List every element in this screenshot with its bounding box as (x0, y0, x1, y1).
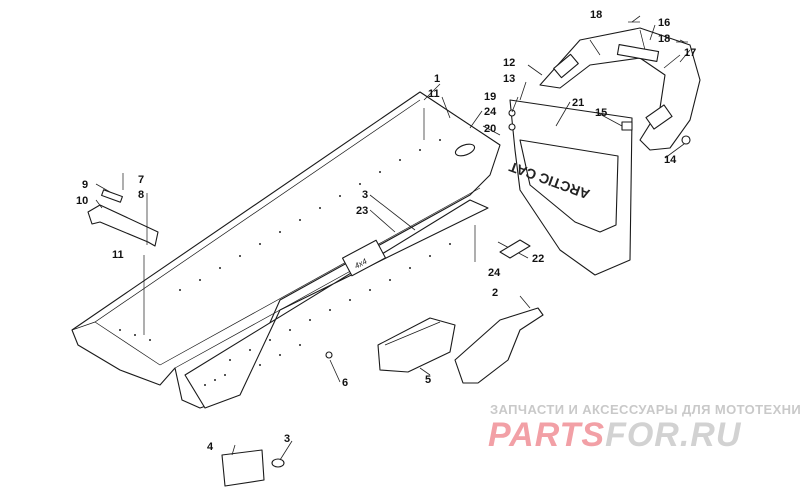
callout-17: 17 (684, 47, 696, 59)
watermark-logo-part1: PARTS (488, 416, 606, 454)
watermark: ЗАПЧАСТИ И АКСЕССУАРЫ ДЛЯ МОТОТЕХНИКИ PA… (470, 398, 800, 478)
callout-2: 2 (492, 287, 498, 299)
watermark-tagline: ЗАПЧАСТИ И АКСЕССУАРЫ ДЛЯ МОТОТЕХНИКИ (490, 402, 800, 417)
callout-3b: 3 (284, 433, 290, 445)
callout-11b: 11 (112, 249, 124, 261)
callout-16: 16 (658, 17, 670, 29)
callout-24b: 24 (488, 267, 501, 279)
callout-10: 10 (76, 195, 88, 207)
reflector-bracket (87, 189, 159, 247)
callout-24: 24 (484, 106, 497, 118)
callout-9: 9 (82, 179, 88, 191)
bumper-hardware (508, 21, 691, 145)
fasteners (122, 108, 476, 359)
tunnel-assembly: 4x4 (71, 91, 501, 409)
footrest-bracket (454, 307, 544, 384)
callout-19: 19 (484, 91, 496, 103)
decal-22 (499, 239, 531, 259)
callout-20: 20 (484, 123, 496, 135)
callout-6: 6 (342, 377, 348, 389)
callout-21: 21 (572, 97, 584, 109)
watermark-logo-part2: FOR.RU (605, 416, 742, 454)
callout-7: 7 (138, 174, 144, 186)
callout-8: 8 (138, 189, 144, 201)
callout-15: 15 (595, 107, 607, 119)
callout-23: 23 (356, 205, 368, 217)
callout-3: 3 (362, 189, 368, 201)
rear-bumper (539, 27, 701, 151)
callout-18b: 18 (658, 33, 670, 45)
leader-lines (95, 15, 685, 461)
callout-14: 14 (664, 154, 677, 166)
watermark-logo: PARTSFOR.RU (488, 416, 741, 455)
callout-1: 1 (434, 73, 440, 85)
footrest (377, 317, 456, 373)
callout-labels: 1 2 3 3 4 5 6 7 8 9 10 11 11 12 13 14 15… (76, 9, 696, 453)
callout-4: 4 (207, 441, 214, 453)
callout-13: 13 (503, 73, 515, 85)
reflector-plate (221, 449, 285, 487)
callout-11: 11 (428, 88, 440, 100)
callout-5: 5 (425, 374, 431, 386)
callout-18: 18 (590, 9, 602, 21)
callout-12: 12 (503, 57, 515, 69)
snow-flap: ARCTIC CAT (507, 99, 633, 276)
callout-22: 22 (532, 253, 544, 265)
